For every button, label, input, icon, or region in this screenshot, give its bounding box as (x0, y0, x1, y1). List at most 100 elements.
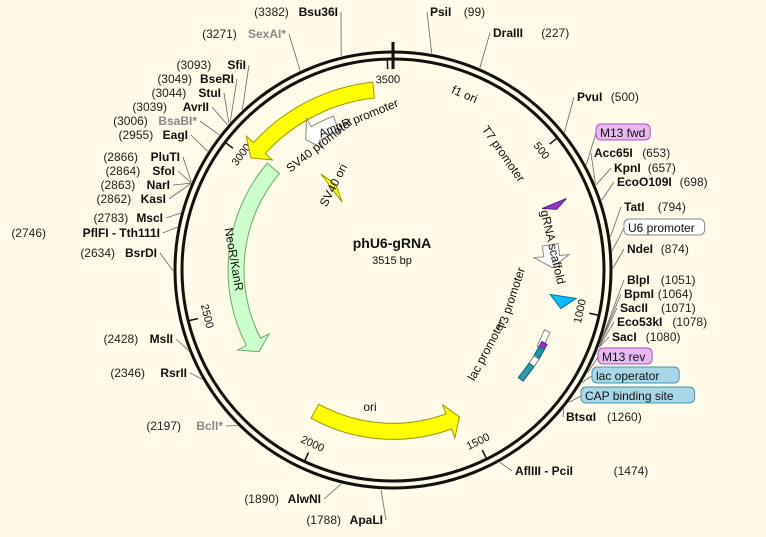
lac-operator-label: lac operator (596, 369, 659, 383)
leader-line (223, 92, 230, 124)
pluTI-position: (2866) (103, 150, 138, 164)
site-kasI[interactable]: KasI(2862) (97, 192, 166, 206)
site-ndeI[interactable]: NdeI(874) (627, 242, 689, 256)
site-bseRI[interactable]: BseRI(3049) (157, 72, 234, 86)
sfiI-name: SfiI (227, 58, 246, 72)
leader-line (323, 483, 342, 500)
leader-line (582, 375, 593, 383)
leader-line (602, 279, 625, 337)
site-eagI[interactable]: EagI(2955) (119, 128, 188, 142)
blpI-position: (1051) (661, 273, 696, 287)
site-stuI[interactable]: StuI(3044) (152, 86, 221, 100)
site-psiI[interactable]: PsiI (99) (430, 5, 485, 19)
site-blpI[interactable]: BlpI(1051) (627, 273, 695, 287)
leader-line (199, 120, 220, 136)
site-narI[interactable]: NarI(2863) (101, 178, 170, 192)
site-btsaI[interactable]: BtsαI (1260) (566, 410, 642, 424)
ndeI-name: NdeI (627, 242, 653, 256)
bsrDI-name: BsrDI (125, 246, 157, 260)
site-acc65I[interactable]: Acc65I (653) (594, 146, 670, 160)
btsaI-position: (1260) (607, 410, 642, 424)
leader-line (610, 206, 622, 237)
tick-mark (303, 452, 310, 462)
leader-line (177, 170, 192, 184)
kpnI-position: (657) (648, 161, 676, 175)
site-sfoI[interactable]: SfoI(2864) (106, 164, 175, 178)
site-ecoO109I[interactable]: EcoO109I(698) (617, 175, 708, 189)
plasmid-name: phU6-gRNA (353, 235, 432, 251)
kasI-position: (2862) (97, 192, 132, 206)
m13-rev-box (597, 347, 653, 365)
site-apaLI[interactable]: ApaLI(1788) (306, 513, 383, 527)
site-cap-binding-site[interactable]: CAP binding site (580, 386, 696, 404)
feature-arrows (227, 81, 578, 440)
site-bsaBI[interactable]: BsaBI*(3006) (113, 114, 197, 128)
site-mslI[interactable]: MslI(2428) (104, 332, 173, 346)
btsaI-name: BtsαI (566, 410, 596, 424)
site-bpmI[interactable]: BpmI(1064) (624, 287, 692, 301)
leader-line (168, 183, 191, 200)
bsu36I-name: Bsu36I (299, 5, 338, 19)
leader-line (175, 338, 189, 351)
small-feature-marks (517, 329, 551, 382)
site-mscI[interactable]: MscI(2783) (94, 211, 163, 225)
lac-promoter-label: lac promoter (465, 317, 509, 382)
site-aflIII-pciI[interactable]: AflIII - PciI(1474) (515, 464, 648, 478)
site-sacII[interactable]: SacII(1071) (620, 301, 696, 315)
grna-scaffold-arrow (532, 243, 571, 269)
leader-line (611, 227, 625, 252)
leader-line (585, 132, 597, 165)
site-rsrII[interactable]: RsrII (2346) (110, 366, 187, 380)
tick-label: 1500 (465, 431, 492, 453)
psiI-position: (99) (464, 5, 485, 19)
site-u6-promoter-box[interactable]: U6 promoter (623, 218, 706, 236)
sacII-name: SacII (620, 301, 648, 315)
site-alwNI[interactable]: AlwNI(1890) (244, 492, 321, 506)
site-kpnI[interactable]: KpnI(657) (614, 161, 676, 175)
site-eco53kI[interactable]: Eco53kI(1078) (617, 315, 707, 329)
leader-line (562, 408, 565, 418)
site-sexAI[interactable]: SexAI*(3271) (202, 27, 286, 41)
site-pflFI-tth111I[interactable]: PflFI - Tth111I(2746) (11, 226, 160, 240)
tick-label: 1000 (572, 298, 589, 324)
leader-line (190, 134, 209, 152)
acc65I-position: (653) (642, 146, 670, 160)
rsrII-position: (2346) (110, 366, 145, 380)
site-pluTI[interactable]: PluTI(2866) (103, 150, 180, 164)
psiI-name: PsiI (430, 5, 451, 19)
mslI-position: (2428) (104, 332, 139, 346)
pvuI-name: PvuI (577, 90, 602, 104)
draIII-name: DraIII (493, 26, 523, 40)
aflIII-pciI-name: AflIII - PciI (515, 464, 573, 478)
site-sfiI[interactable]: SfiI(3093) (177, 58, 246, 72)
site-labels: PsiI (99) DraIII(227) PvuI(500) M13 fwdAcc65… (11, 5, 707, 527)
leader-line (380, 489, 387, 521)
site-bclI[interactable]: BclI*(2197) (146, 419, 223, 433)
site-tatI[interactable]: TatI(794) (624, 200, 686, 214)
site-draIII[interactable]: DraIII(227) (493, 26, 569, 40)
alwNI-name: AlwNI (288, 492, 321, 506)
tick-mark (589, 312, 600, 317)
sexAI-name: SexAI* (248, 27, 286, 41)
site-bsrDI[interactable]: BsrDI(2634) (80, 246, 157, 260)
site-m13-fwd[interactable]: M13 fwd (595, 123, 651, 141)
eagI-name: EagI (163, 128, 188, 142)
stuI-position: (3044) (152, 86, 187, 100)
acc65I-name: Acc65I (594, 146, 633, 160)
leader-line (612, 248, 625, 269)
site-avrII[interactable]: AvrII(3039) (132, 100, 209, 114)
site-pvuI[interactable]: PvuI(500) (577, 90, 639, 104)
tick-mark (188, 317, 199, 322)
mscI-position: (2783) (94, 211, 129, 225)
u6-promoter-box-label: U6 promoter (628, 221, 695, 235)
bpmI-name: BpmI (624, 287, 654, 301)
site-sacI[interactable]: SacI(1080) (612, 330, 680, 344)
site-bsu36I[interactable]: Bsu36I(3382) (254, 5, 338, 19)
site-lac-operator[interactable]: lac operator (591, 366, 680, 384)
rsrII-name: RsrII (160, 366, 187, 380)
ori-arrow (310, 403, 461, 440)
tatI-position: (794) (658, 200, 686, 214)
tick-mark (481, 449, 488, 460)
leader-line (590, 152, 596, 184)
site-m13-rev[interactable]: M13 rev (597, 347, 653, 365)
